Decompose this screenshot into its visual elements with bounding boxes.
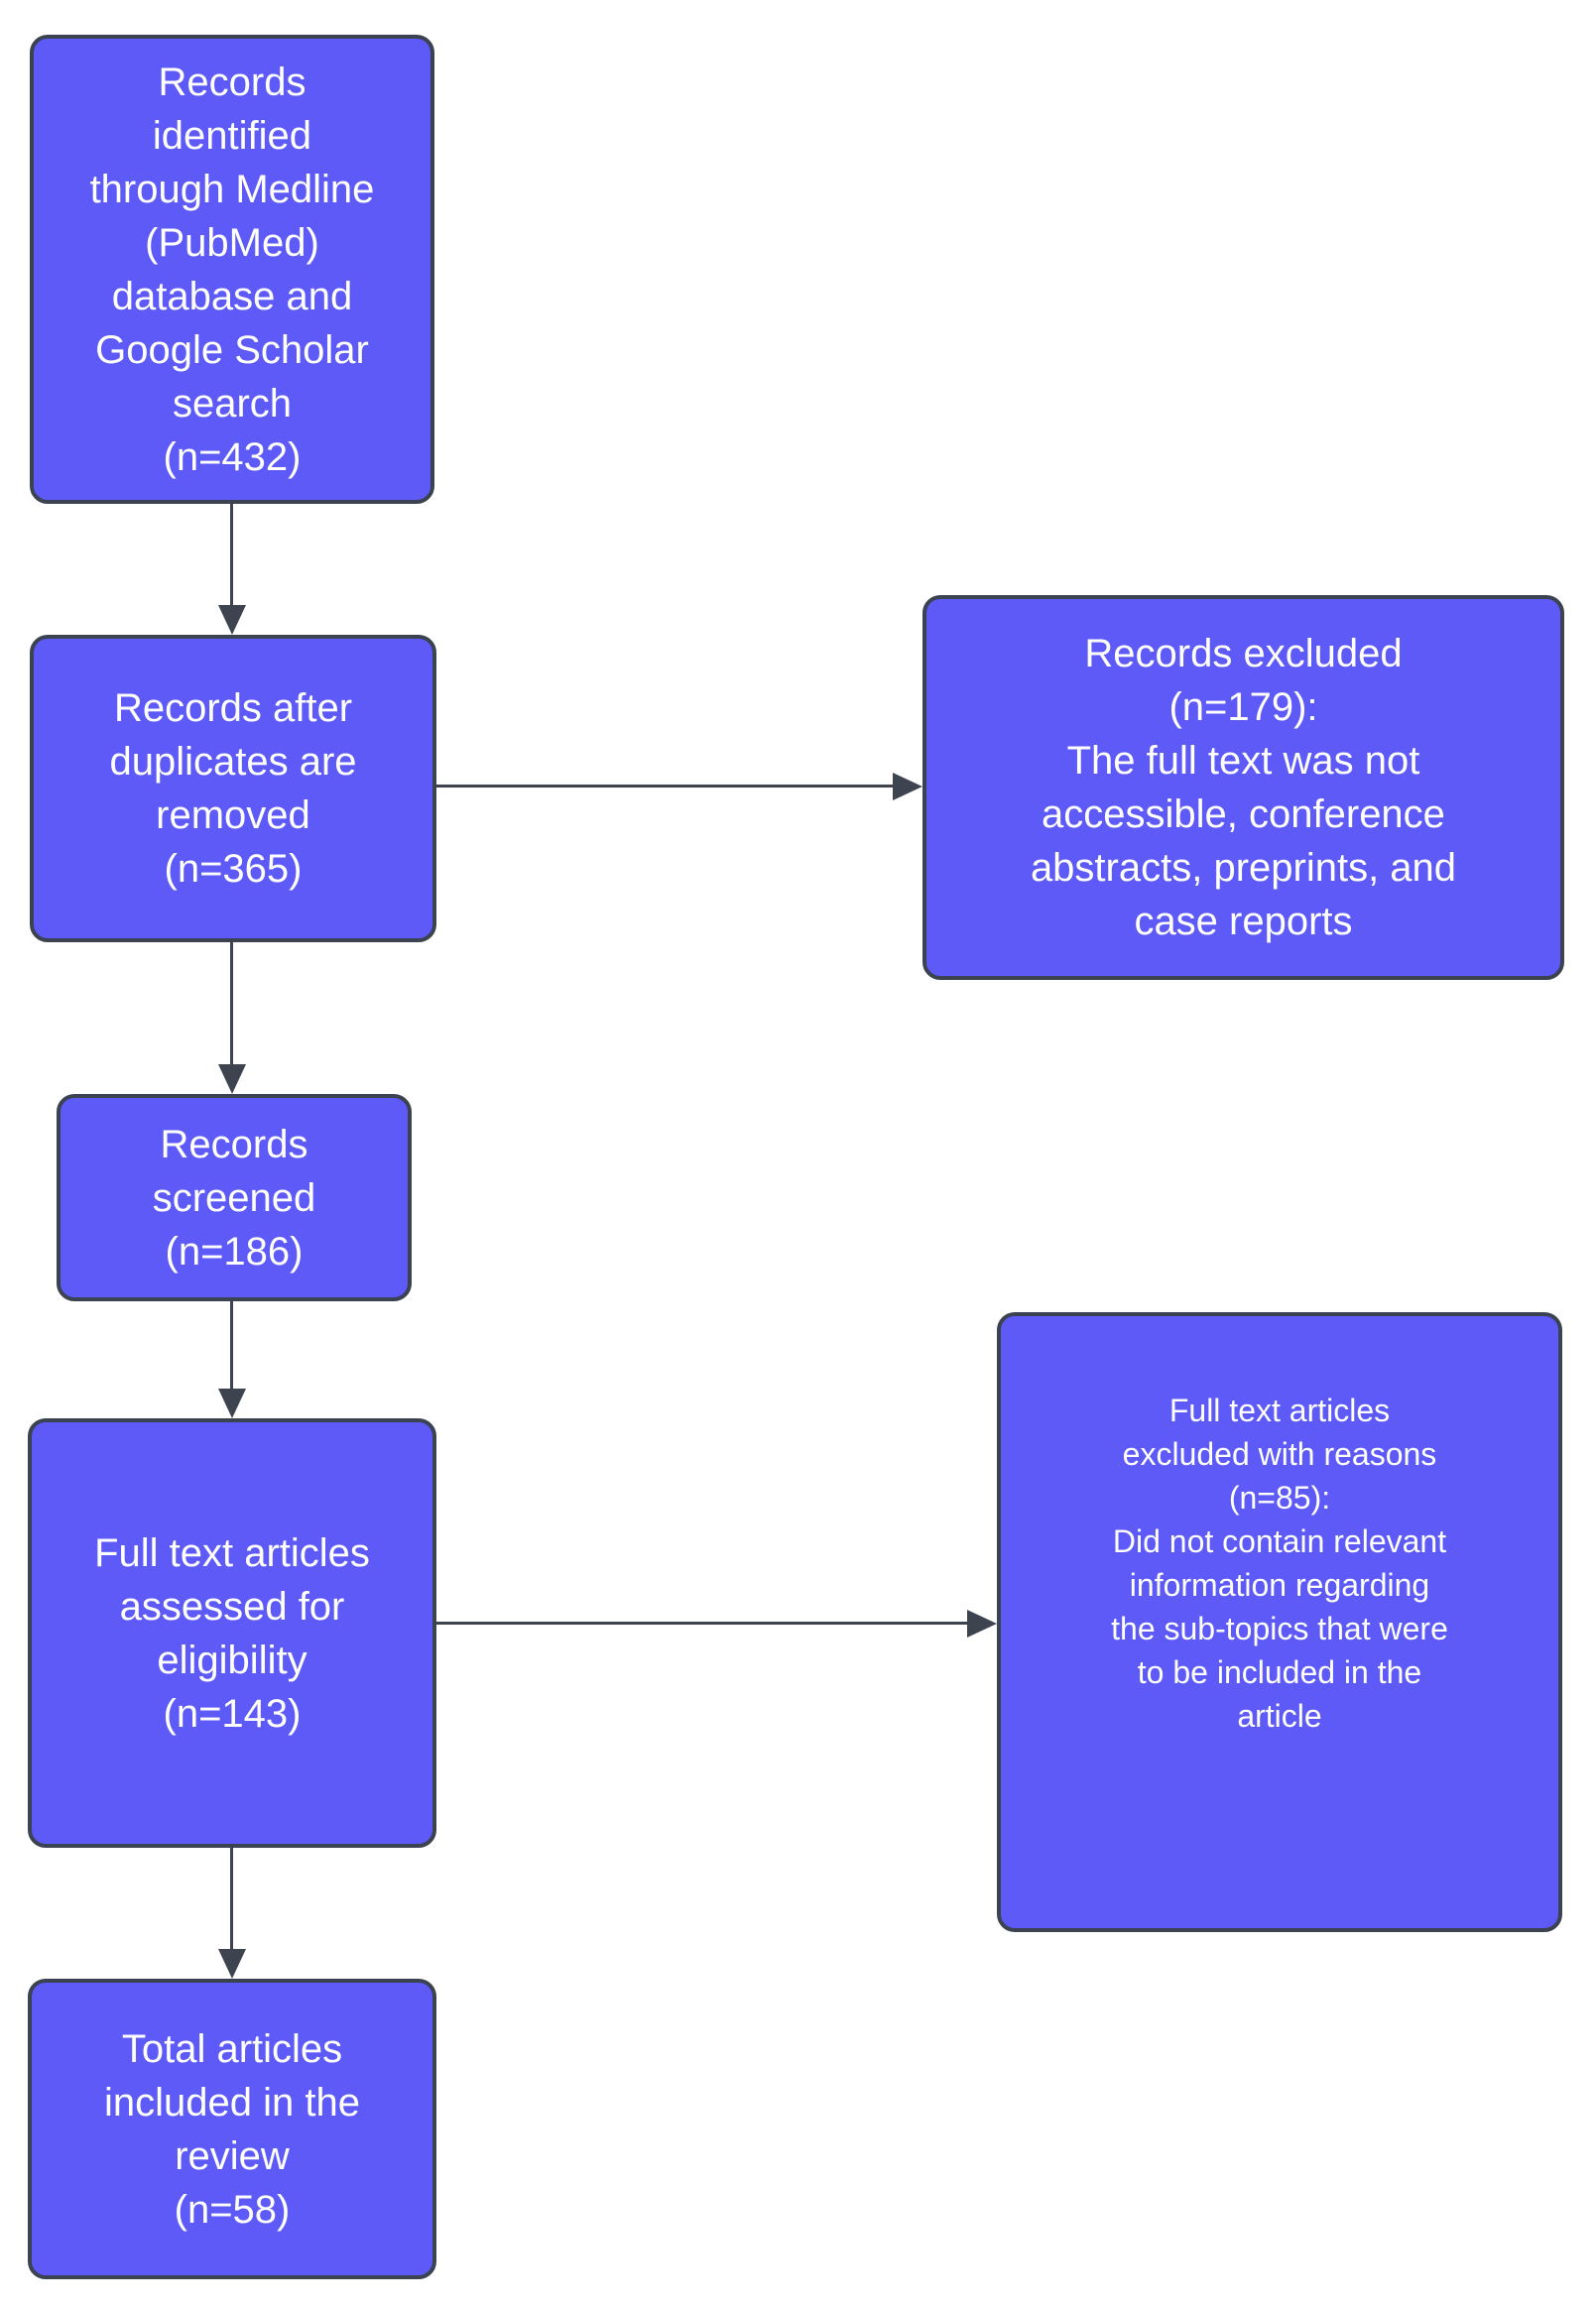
arrowhead-down-icon <box>218 605 246 635</box>
connector-duplicates-to-screened <box>230 942 233 1066</box>
arrowhead-right-icon <box>967 1610 997 1638</box>
connector-assessed-to-included <box>230 1848 233 1951</box>
connector-duplicates-to-excluded <box>436 785 895 788</box>
node-records-screened: Records screened (n=186) <box>57 1094 412 1301</box>
node-fulltext-assessed: Full text articles assessed for eligibil… <box>28 1418 436 1848</box>
connector-assessed-to-fulltext-excluded <box>436 1622 969 1625</box>
arrowhead-down-icon <box>218 1064 246 1094</box>
node-records-after-duplicates: Records after duplicates are removed (n=… <box>30 635 436 942</box>
node-records-identified: Records identified through Medline (PubM… <box>30 35 434 504</box>
node-fulltext-excluded: Full text articles excluded with reasons… <box>997 1312 1562 1932</box>
arrowhead-down-icon <box>218 1389 246 1418</box>
node-records-excluded: Records excluded (n=179): The full text … <box>922 595 1564 980</box>
node-total-included: Total articles included in the review (n… <box>28 1979 436 2279</box>
arrowhead-down-icon <box>218 1949 246 1979</box>
connector-identified-to-duplicates <box>230 504 233 607</box>
arrowhead-right-icon <box>893 773 922 800</box>
connector-screened-to-assessed <box>230 1301 233 1391</box>
